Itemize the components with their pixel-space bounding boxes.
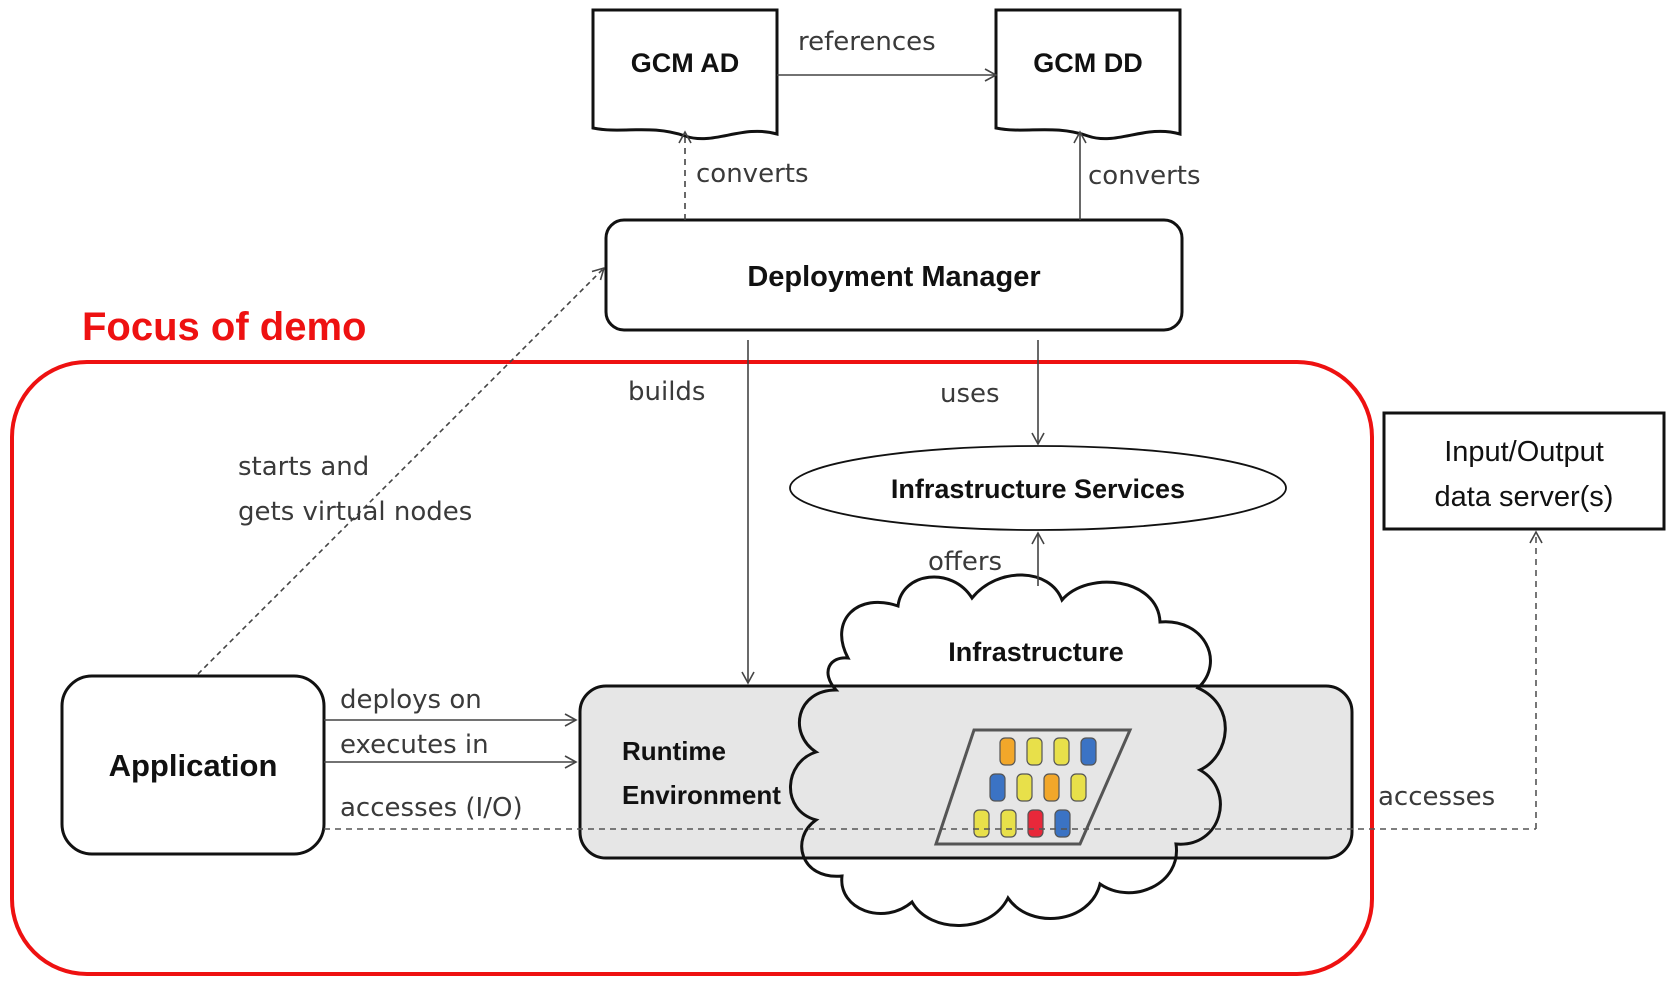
deployment-manager-label: Deployment Manager [747,261,1040,293]
uses-label: uses [940,379,1000,409]
vm-node [1053,737,1070,766]
vm-node [1026,737,1043,766]
focus-label: Focus of demo [82,305,366,349]
infrastructure-label: Infrastructure [948,637,1124,667]
vm-grid-parallelogram [933,728,1133,846]
vm-node [1027,809,1044,838]
executes-in-label: executes in [340,730,489,760]
application-label: Application [109,748,278,783]
runtime-environment-label-line1: Runtime [622,736,726,766]
gcm-dd-document [994,8,1182,141]
vm-node [1054,809,1071,838]
runtime-environment-label-line2: Environment [622,780,781,810]
starts-label-line1: starts and [238,452,369,482]
vm-node [1080,737,1097,766]
accesses-io-label: accesses (I/O) [340,793,523,823]
io-server-label-line1: Input/Output [1444,436,1604,468]
vm-node [999,737,1016,766]
focus-region [10,360,1374,976]
starts-arrow [197,266,606,675]
offers-label: offers [928,547,1002,577]
builds-label: builds [628,377,705,407]
gcm-ad-label: GCM AD [631,48,740,78]
references-label: references [798,27,936,57]
io-server-box [1382,411,1666,531]
deploys-on-label: deploys on [340,685,482,715]
starts-label-line2: gets virtual nodes [238,497,472,527]
io-server-label-line2: data server(s) [1435,481,1614,513]
infrastructure-services-ellipse [789,445,1287,531]
gcm-dd-label: GCM DD [1033,48,1143,78]
infrastructure-cloud [789,573,1227,927]
vm-node [973,809,990,838]
vm-grid [973,737,1097,838]
deployment-manager-box [604,218,1184,332]
converts-dd-label: converts [1088,161,1201,191]
vm-node [1000,809,1017,838]
application-box [60,674,326,856]
converts-ad-label: converts [696,159,809,189]
vm-node [989,773,1006,802]
vm-node [1016,773,1033,802]
infrastructure-services-label: Infrastructure Services [891,474,1185,504]
accesses-label: accesses [1378,782,1495,812]
vm-node [1070,773,1087,802]
runtime-environment-box [578,684,1354,860]
vm-node [1043,773,1060,802]
